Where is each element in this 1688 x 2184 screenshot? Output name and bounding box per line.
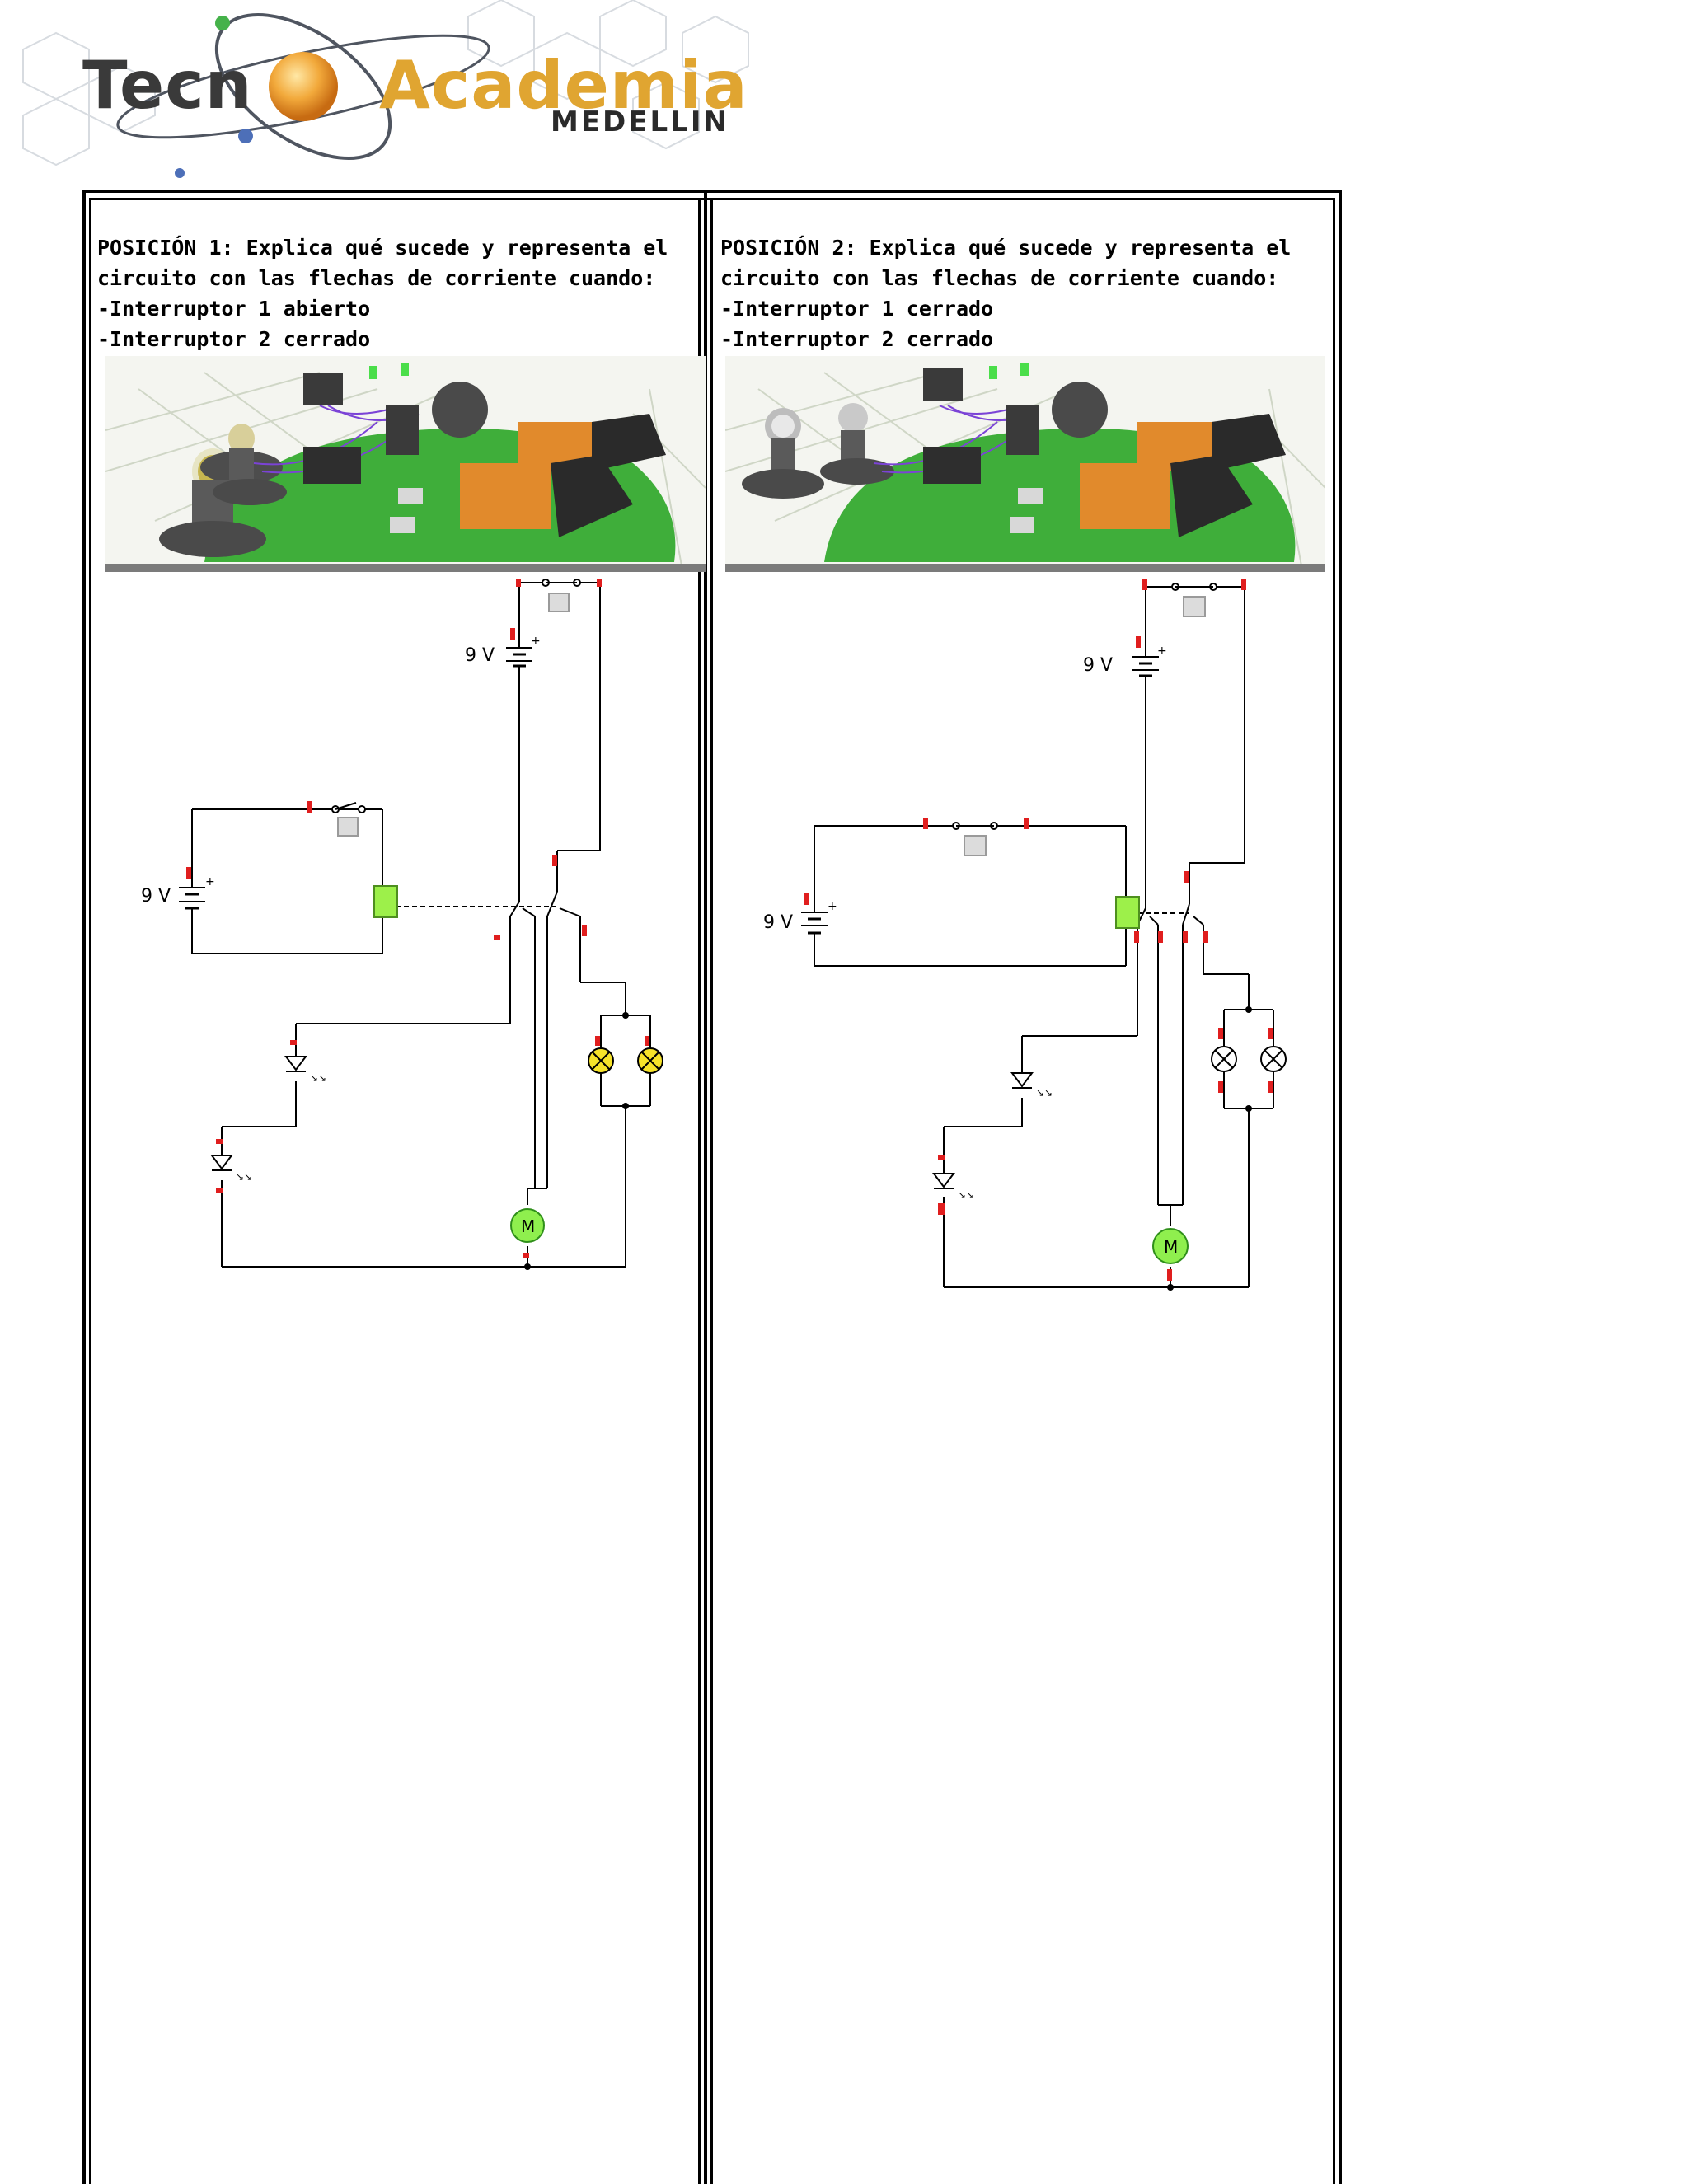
position-2-lamp-2 (1260, 1028, 1287, 1093)
position-1-prompt: POSICIÓN 1: Explica qué sucede y represe… (97, 232, 691, 354)
table-border-left-inner (89, 198, 91, 2184)
position-1-led-2: ↘↘ (210, 1139, 252, 1193)
position-2-switch-1-symbol (923, 818, 1029, 856)
position-2-motor: M (1152, 1228, 1189, 1281)
position-1-title: POSICIÓN 1: Explica qué sucede y represe… (97, 236, 668, 260)
position-2-lamp-1 (1211, 1028, 1237, 1093)
svg-text:+: + (205, 875, 215, 888)
table-divider-inner (710, 198, 713, 2184)
position-2-battery-top: + 9 V (1083, 636, 1167, 677)
table-divider-inner-left (698, 198, 701, 2184)
position-1-switch-2: -Interruptor 2 cerrado (97, 327, 371, 351)
position-2-led-1: ↘↘ (1010, 1072, 1053, 1099)
svg-text:+: + (531, 635, 541, 648)
svg-text:↘↘: ↘↘ (236, 1171, 252, 1183)
position-1-battery-left-label: 9 V (141, 886, 171, 907)
position-1-motor: M (510, 1208, 545, 1258)
table-border-top (82, 190, 1342, 193)
table-border-left (82, 190, 86, 2184)
logo-word-tecn: Tecn (82, 47, 253, 124)
position-2-3d-view (725, 356, 1325, 572)
position-1-relay-coil (373, 885, 398, 918)
position-2-motor-label: M (1164, 1237, 1178, 1257)
position-2-switch-2-symbol (1142, 579, 1246, 617)
svg-text:↘↘: ↘↘ (958, 1189, 974, 1201)
table-border-right (1339, 190, 1342, 2184)
position-2-switch-2: -Interruptor 2 cerrado (720, 327, 994, 351)
position-2-line-2: circuito con las flechas de corriente cu… (720, 266, 1279, 290)
logo-background (22, 0, 749, 178)
position-2-cell: POSICIÓN 2: Explica qué sucede y represe… (717, 208, 1325, 2184)
logo-city: MEDELLIN (551, 105, 729, 138)
svg-text:+: + (828, 900, 837, 913)
svg-text:+: + (1157, 644, 1167, 658)
position-1-3d-view (106, 356, 706, 572)
position-1-motor-label: M (521, 1216, 535, 1236)
worksheet-table: POSICIÓN 1: Explica qué sucede y represe… (82, 190, 1342, 2184)
logo-word-academia: Academia (379, 47, 748, 124)
table-divider (704, 190, 707, 2184)
position-1-battery-top: + 9 V (465, 628, 541, 668)
position-1-led-1: ↘↘ (284, 1040, 326, 1084)
svg-text:↘↘: ↘↘ (310, 1072, 326, 1084)
logo: Tecn Academia MEDELLIN (7, 0, 763, 190)
position-1-cell: POSICIÓN 1: Explica qué sucede y represe… (94, 208, 706, 2184)
position-2-battery-left: + 9 V (763, 893, 837, 935)
position-2-title: POSICIÓN 2: Explica qué sucede y represe… (720, 236, 1292, 260)
position-1-battery-top-label: 9 V (465, 645, 495, 666)
position-1-battery-left: + 9 V (141, 867, 215, 910)
position-2-schematic: + 9 V + 9 V (763, 579, 1287, 1291)
position-1-schematic: + 9 V + 9 V (141, 579, 663, 1270)
svg-text:↘↘: ↘↘ (1036, 1087, 1053, 1099)
table-border-right-inner (1333, 198, 1335, 2184)
position-2-battery-top-label: 9 V (1083, 655, 1113, 676)
position-2-battery-left-label: 9 V (763, 912, 793, 933)
position-2-relay-coil (1115, 896, 1140, 929)
position-1-lamp-1 (588, 1036, 614, 1074)
position-2-led-2: ↘↘ (932, 1155, 974, 1215)
position-2-prompt: POSICIÓN 2: Explica qué sucede y represe… (720, 232, 1314, 354)
position-1-switch-2-symbol (516, 579, 602, 612)
position-1-lamp-2 (637, 1036, 663, 1074)
position-1-switch-1-symbol (307, 801, 366, 837)
position-2-switch-1: -Interruptor 1 cerrado (720, 297, 994, 321)
position-1-switch-1: -Interruptor 1 abierto (97, 297, 371, 321)
position-1-line-2: circuito con las flechas de corriente cu… (97, 266, 656, 290)
